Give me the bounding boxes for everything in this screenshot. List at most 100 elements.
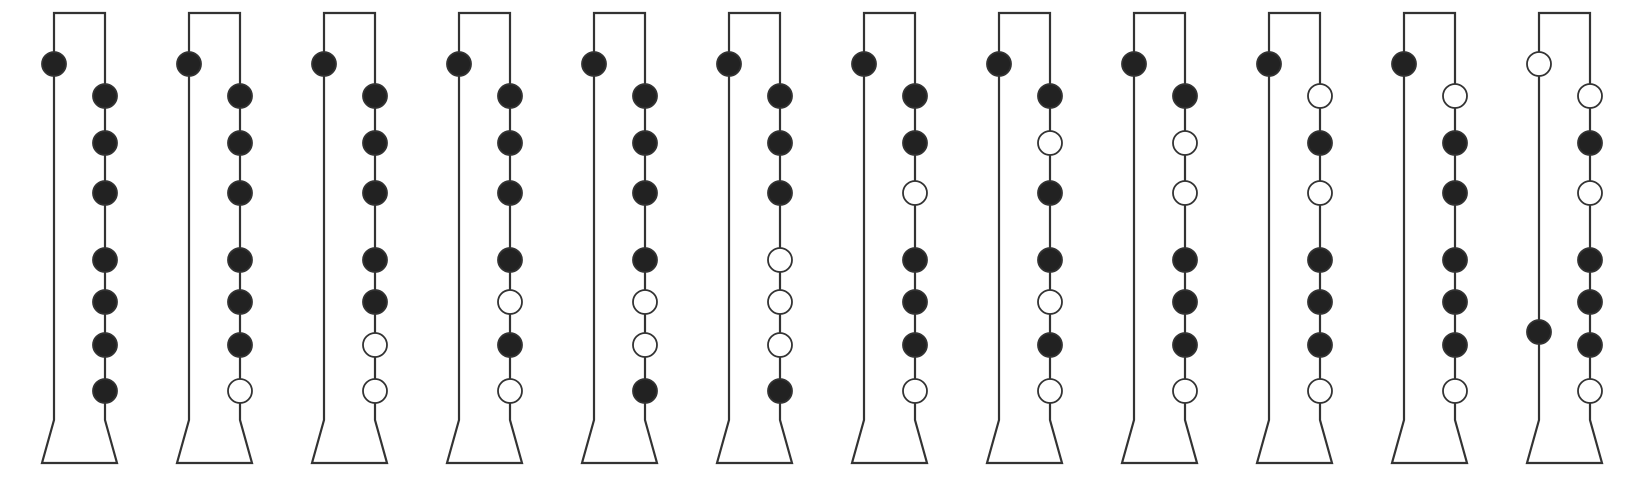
finger-hole-3 <box>1037 180 1063 206</box>
finger-hole-3 <box>902 180 928 206</box>
thumb-hole <box>986 51 1012 77</box>
finger-hole-6 <box>767 332 793 358</box>
finger-hole-5 <box>92 289 118 315</box>
finger-hole-3 <box>632 180 658 206</box>
finger-hole-5 <box>902 289 928 315</box>
finger-hole-3 <box>362 180 388 206</box>
recorder-body <box>175 11 254 465</box>
finger-hole-5 <box>632 289 658 315</box>
finger-hole-6 <box>92 332 118 358</box>
thumb-hole <box>311 51 337 77</box>
finger-hole-5 <box>1442 289 1468 315</box>
finger-hole-2 <box>362 130 388 156</box>
finger-hole-7 <box>1307 378 1333 404</box>
recorder-9 <box>1120 11 1199 465</box>
finger-hole-1 <box>1307 83 1333 109</box>
finger-hole-7 <box>1037 378 1063 404</box>
finger-hole-5 <box>767 289 793 315</box>
finger-hole-1 <box>632 83 658 109</box>
finger-hole-3 <box>1442 180 1468 206</box>
thumb-hole <box>851 51 877 77</box>
thumb-hole <box>581 51 607 77</box>
thumb-hole <box>1526 51 1552 77</box>
recorder-body <box>1255 11 1334 465</box>
thumb-hole <box>1121 51 1147 77</box>
finger-hole-4 <box>497 247 523 273</box>
finger-hole-6 <box>1577 332 1603 358</box>
finger-hole-2 <box>227 130 253 156</box>
thumb-hole <box>716 51 742 77</box>
finger-hole-1 <box>902 83 928 109</box>
recorder-body <box>850 11 929 465</box>
finger-hole-6 <box>1172 332 1198 358</box>
finger-hole-3 <box>1577 180 1603 206</box>
finger-hole-7 <box>632 378 658 404</box>
finger-hole-2 <box>767 130 793 156</box>
thumb-hole <box>1391 51 1417 77</box>
finger-hole-6 <box>902 332 928 358</box>
recorder-body <box>1525 11 1604 465</box>
finger-hole-3 <box>767 180 793 206</box>
finger-hole-2 <box>92 130 118 156</box>
thumb-hole <box>41 51 67 77</box>
finger-hole-2 <box>1037 130 1063 156</box>
finger-hole-1 <box>497 83 523 109</box>
recorder-2 <box>175 11 254 465</box>
finger-hole-7 <box>1172 378 1198 404</box>
finger-hole-1 <box>1037 83 1063 109</box>
finger-hole-7 <box>92 378 118 404</box>
finger-hole-5 <box>1172 289 1198 315</box>
finger-hole-6 <box>1307 332 1333 358</box>
recorder-body <box>1390 11 1469 465</box>
finger-hole-1 <box>1172 83 1198 109</box>
finger-hole-2 <box>1172 130 1198 156</box>
finger-hole-6 <box>362 332 388 358</box>
finger-hole-5 <box>362 289 388 315</box>
finger-hole-5 <box>227 289 253 315</box>
finger-hole-4 <box>1307 247 1333 273</box>
finger-hole-4 <box>767 247 793 273</box>
finger-hole-4 <box>1442 247 1468 273</box>
finger-hole-2 <box>497 130 523 156</box>
finger-hole-2 <box>1307 130 1333 156</box>
thumb-hole <box>446 51 472 77</box>
recorder-4 <box>445 11 524 465</box>
recorder-body <box>580 11 659 465</box>
recorder-12 <box>1525 11 1604 465</box>
finger-hole-2 <box>632 130 658 156</box>
finger-hole-3 <box>1172 180 1198 206</box>
finger-hole-7 <box>362 378 388 404</box>
finger-hole-4 <box>632 247 658 273</box>
finger-hole-4 <box>1037 247 1063 273</box>
finger-hole-4 <box>1577 247 1603 273</box>
finger-hole-4 <box>902 247 928 273</box>
recorder-3 <box>310 11 389 465</box>
finger-hole-6 <box>1037 332 1063 358</box>
recorder-11 <box>1390 11 1469 465</box>
recorder-body <box>310 11 389 465</box>
finger-hole-7 <box>1577 378 1603 404</box>
finger-hole-6 <box>227 332 253 358</box>
recorder-8 <box>985 11 1064 465</box>
finger-hole-3 <box>497 180 523 206</box>
recorder-body <box>715 11 794 465</box>
finger-hole-7 <box>497 378 523 404</box>
thumb-hole <box>176 51 202 77</box>
finger-hole-7 <box>767 378 793 404</box>
finger-hole-2 <box>1442 130 1468 156</box>
finger-hole-7 <box>227 378 253 404</box>
finger-hole-1 <box>1577 83 1603 109</box>
recorder-10 <box>1255 11 1334 465</box>
recorder-body <box>1120 11 1199 465</box>
finger-hole-6 <box>497 332 523 358</box>
extra-left-hole <box>1526 319 1552 345</box>
finger-hole-2 <box>1577 130 1603 156</box>
finger-hole-5 <box>1307 289 1333 315</box>
finger-hole-4 <box>92 247 118 273</box>
finger-hole-6 <box>632 332 658 358</box>
finger-hole-1 <box>92 83 118 109</box>
finger-hole-3 <box>1307 180 1333 206</box>
recorder-body <box>40 11 119 465</box>
finger-hole-1 <box>767 83 793 109</box>
